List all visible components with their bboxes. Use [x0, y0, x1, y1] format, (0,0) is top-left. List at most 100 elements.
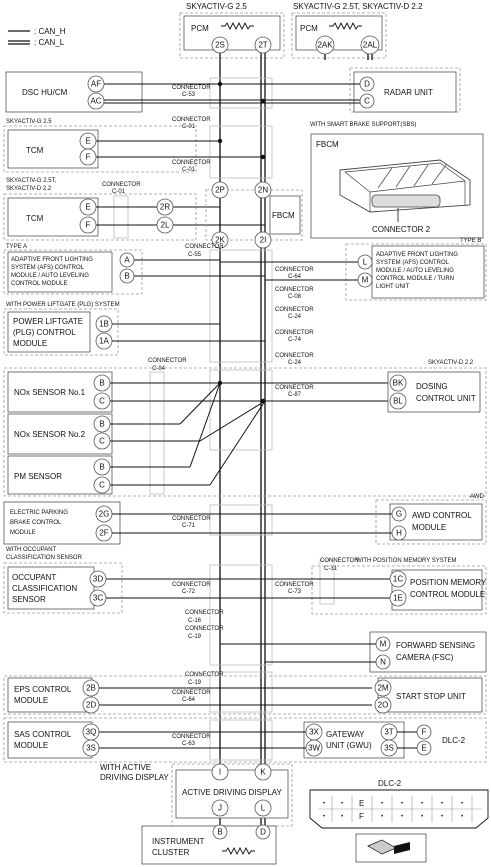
pin-af: AF	[91, 80, 101, 89]
svg-text:MODULE: MODULE	[13, 339, 47, 348]
svg-text:B: B	[217, 828, 222, 837]
svg-text:SKYACTIV-D 2.2: SKYACTIV-D 2.2	[428, 360, 474, 366]
svg-text:2I: 2I	[260, 236, 267, 245]
svg-text:1C: 1C	[393, 575, 403, 584]
svg-text:B: B	[99, 463, 104, 472]
pin-d: D	[364, 80, 370, 89]
header-g25: SKYACTIV-G 2.5	[186, 2, 247, 11]
svg-text:C-64: C-64	[182, 697, 196, 703]
svg-text:SKYACTIV-D 2.2: SKYACTIV-D 2.2	[6, 186, 52, 192]
svg-text:FBCM: FBCM	[316, 140, 339, 149]
pin-2al: 2AL	[363, 41, 378, 50]
svg-text:SYSTEM (AFS) CONTROL: SYSTEM (AFS) CONTROL	[376, 260, 450, 266]
svg-text:MODULE: MODULE	[14, 741, 48, 750]
svg-text:D: D	[260, 828, 266, 837]
svg-text:CONNECTOR: CONNECTOR	[275, 330, 314, 336]
nox1-label: NOx SENSOR No.1	[14, 388, 86, 397]
svg-text:•: •	[461, 801, 463, 807]
svg-text:CONTROL MODULE: CONTROL MODULE	[410, 590, 485, 599]
svg-text:B: B	[99, 420, 104, 429]
svg-text:BRAKE CONTROL: BRAKE CONTROL	[10, 520, 62, 526]
svg-text:F: F	[422, 728, 427, 737]
svg-text:UNIT (GWU): UNIT (GWU)	[326, 741, 372, 750]
svg-text:C-24: C-24	[288, 360, 302, 366]
occ-module	[7, 566, 95, 610]
svg-text:C-84: C-84	[152, 366, 166, 372]
svg-text:SENSOR: SENSOR	[12, 595, 46, 604]
svg-text:CONNECTOR: CONNECTOR	[172, 160, 211, 166]
svg-text:C-74: C-74	[288, 337, 302, 343]
svg-text:MODULE: MODULE	[10, 530, 36, 536]
svg-text:CONNECTOR: CONNECTOR	[275, 582, 314, 588]
svg-text:CONTROL UNIT: CONTROL UNIT	[416, 394, 476, 403]
svg-text:CONNECTOR: CONNECTOR	[185, 610, 224, 616]
svg-text:AWD: AWD	[470, 494, 484, 500]
svg-text:2G: 2G	[99, 510, 110, 519]
plg-module	[7, 311, 91, 353]
fbcm-label: FBCM	[272, 211, 295, 220]
pcm-g25-group	[179, 12, 285, 59]
svg-text:C-55: C-55	[188, 252, 202, 258]
svg-text:ELECTRIC PARKING: ELECTRIC PARKING	[10, 510, 68, 516]
svg-text:CONNECTOR: CONNECTOR	[172, 117, 211, 123]
svg-text:CONNECTOR: CONNECTOR	[172, 582, 211, 588]
svg-text:CONTROL MODULE / TURN: CONTROL MODULE / TURN	[376, 276, 454, 282]
ssu-label: START STOP UNIT	[396, 692, 466, 701]
svg-text:2F: 2F	[99, 529, 108, 538]
svg-text:CONNECTOR: CONNECTOR	[172, 516, 211, 522]
svg-text:CONNECTOR: CONNECTOR	[172, 734, 211, 740]
eps-module	[7, 677, 93, 713]
ic-module	[141, 825, 277, 865]
svg-text:GATEWAY: GATEWAY	[326, 730, 365, 739]
svg-text:MODULE: MODULE	[412, 523, 446, 532]
c53-b: C-53	[182, 92, 196, 98]
nox1-module	[7, 371, 113, 413]
svg-text:MODULE / AUTO LEVELING: MODULE / AUTO LEVELING	[376, 268, 454, 274]
connector-bands	[113, 77, 335, 761]
svg-text:K: K	[260, 768, 266, 777]
svg-text:CONNECTOR: CONNECTOR	[185, 626, 224, 632]
svg-text:CONNECTOR: CONNECTOR	[275, 287, 314, 293]
svg-text:C-87: C-87	[288, 392, 302, 398]
svg-text:•: •	[421, 801, 423, 807]
svg-text:OCCUPANT: OCCUPANT	[12, 573, 56, 582]
svg-text:AWD CONTROL: AWD CONTROL	[412, 511, 472, 520]
dsc-label: DSC HU/CM	[22, 88, 68, 97]
svg-text:CONNECTOR: CONNECTOR	[172, 690, 211, 696]
svg-text:CONNECTOR: CONNECTOR	[275, 353, 314, 359]
header-sbs: WITH SMART BRAKE SUPPORT(SBS)	[310, 122, 416, 128]
svg-text:L: L	[261, 804, 266, 813]
svg-text:M: M	[380, 640, 387, 649]
ssu-module	[377, 677, 483, 713]
svg-text:E: E	[85, 203, 90, 212]
pin-2s: 2S	[215, 41, 225, 50]
svg-text:CLUSTER: CLUSTER	[152, 848, 190, 857]
nox2-label: NOx SENSOR No.2	[14, 430, 86, 439]
svg-text:N: N	[380, 658, 386, 667]
svg-text:C-24: C-24	[288, 314, 302, 320]
pin-2t: 2T	[258, 41, 267, 50]
svg-text:F: F	[86, 221, 91, 230]
svg-text:LIGHT UNIT: LIGHT UNIT	[376, 284, 410, 290]
svg-text:C-01: C-01	[182, 167, 196, 173]
svg-text:2B: 2B	[86, 684, 96, 693]
dsc-module	[5, 71, 143, 113]
svg-text:L: L	[363, 258, 368, 267]
pin-tcm1-e: E	[85, 137, 90, 146]
svg-text:CLASSIFICATION: CLASSIFICATION	[12, 584, 77, 593]
svg-text:CAMERA (FSC): CAMERA (FSC)	[396, 653, 454, 662]
legend-can-l: : CAN_L	[34, 38, 65, 47]
tcm-label-1: TCM	[26, 146, 44, 155]
svg-text:1E: 1E	[393, 594, 403, 603]
svg-text:1B: 1B	[99, 320, 109, 329]
svg-text:3W: 3W	[308, 744, 320, 753]
afs-module-a	[7, 251, 113, 293]
svg-text:C: C	[99, 397, 105, 406]
svg-text:SAS CONTROL: SAS CONTROL	[14, 730, 72, 739]
svg-text:2O: 2O	[378, 701, 389, 710]
svg-text:INSTRUMENT: INSTRUMENT	[152, 837, 205, 846]
svg-text:CONNECTOR: CONNECTOR	[275, 385, 314, 391]
svg-text:C-08: C-08	[288, 294, 302, 300]
svg-text:(PLG) CONTROL: (PLG) CONTROL	[13, 328, 76, 337]
svg-text:BK: BK	[393, 379, 404, 388]
